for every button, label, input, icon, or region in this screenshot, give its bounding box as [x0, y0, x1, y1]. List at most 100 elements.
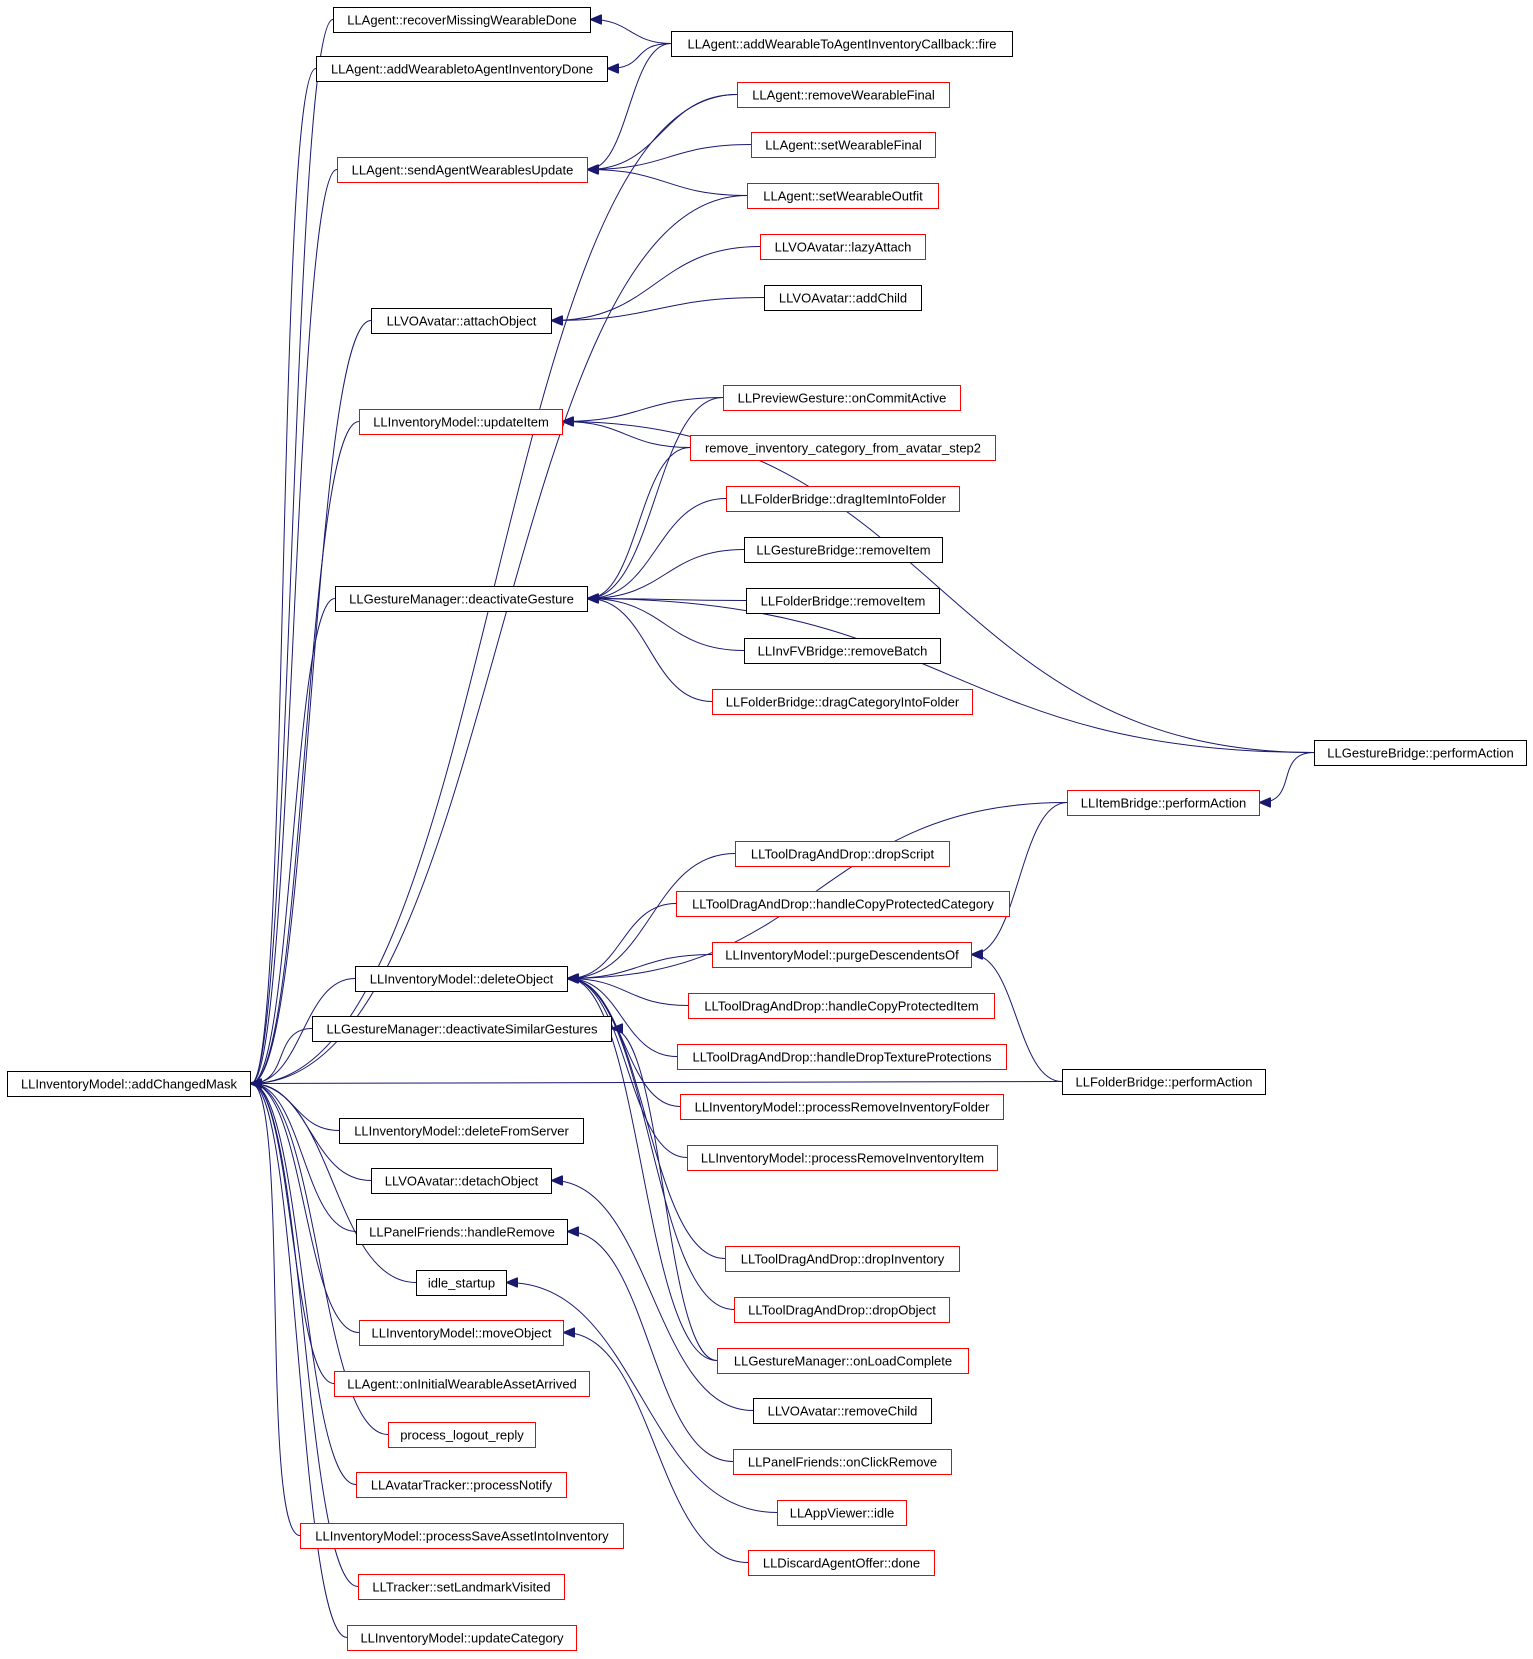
node-box — [712, 689, 973, 715]
call-edge-set-landmark-to-root — [251, 1084, 359, 1587]
node-label: LLGestureManager::onLoadComplete — [734, 1354, 952, 1369]
node-add-child[interactable]: LLVOAvatar::addChild — [764, 285, 922, 311]
call-edge-drag-item-into-folder-to-deactivate-gesture — [588, 498, 727, 599]
node-remove-wearable-final[interactable]: LLAgent::removeWearableFinal — [737, 82, 950, 108]
node-box — [725, 1246, 960, 1272]
node-label: LLTracker::setLandmarkVisited — [372, 1580, 550, 1595]
node-label: LLInvFVBridge::removeBatch — [758, 644, 928, 659]
node-label: LLVOAvatar::attachObject — [387, 314, 537, 329]
node-label: LLGestureBridge::removeItem — [756, 543, 930, 558]
node-drop-inventory[interactable]: LLToolDragAndDrop::dropInventory — [725, 1246, 960, 1272]
node-handle-remove[interactable]: LLPanelFriends::handleRemove — [356, 1219, 568, 1245]
node-purge-descendents[interactable]: LLInventoryModel::purgeDescendentsOf — [712, 942, 972, 968]
node-update-category[interactable]: LLInventoryModel::updateCategory — [347, 1625, 577, 1651]
node-item-perform-action[interactable]: LLItemBridge::performAction — [1067, 790, 1260, 816]
node-box — [688, 993, 995, 1019]
node-label: LLToolDragAndDrop::handleCopyProtectedIt… — [704, 999, 978, 1014]
node-label: process_logout_reply — [400, 1428, 524, 1443]
node-folder-remove-item[interactable]: LLFolderBridge::removeItem — [746, 588, 940, 614]
node-add-wearable-callback[interactable]: LLAgent::addWearableToAgentInventoryCall… — [671, 31, 1013, 57]
node-process-logout[interactable]: process_logout_reply — [388, 1422, 536, 1448]
node-on-initial-wearable[interactable]: LLAgent::onInitialWearableAssetArrived — [334, 1371, 590, 1397]
node-label: LLToolDragAndDrop::dropScript — [751, 847, 935, 862]
node-drop-object[interactable]: LLToolDragAndDrop::dropObject — [734, 1297, 950, 1323]
node-send-agent-wearables[interactable]: LLAgent::sendAgentWearablesUpdate — [337, 157, 588, 183]
node-lazy-attach[interactable]: LLVOAvatar::lazyAttach — [760, 234, 926, 260]
node-process-remove-folder[interactable]: LLInventoryModel::processRemoveInventory… — [680, 1094, 1004, 1120]
call-edge-remove-child-to-detach-object — [552, 1181, 754, 1411]
node-box — [333, 7, 591, 33]
node-remove-child[interactable]: LLVOAvatar::removeChild — [753, 1398, 932, 1424]
node-drag-category-into-folder[interactable]: LLFolderBridge::dragCategoryIntoFolder — [712, 689, 973, 715]
node-set-landmark[interactable]: LLTracker::setLandmarkVisited — [358, 1574, 565, 1600]
node-on-commit-active[interactable]: LLPreviewGesture::onCommitActive — [723, 385, 961, 411]
call-edge-on-commit-active-to-deactivate-gesture — [588, 397, 724, 599]
node-label: remove_inventory_category_from_avatar_st… — [705, 441, 981, 456]
node-box — [690, 435, 996, 461]
node-recover-missing[interactable]: LLAgent::recoverMissingWearableDone — [333, 7, 591, 33]
node-on-load-complete[interactable]: LLGestureManager::onLoadComplete — [717, 1348, 969, 1374]
node-process-notify[interactable]: LLAvatarTracker::processNotify — [356, 1472, 567, 1498]
node-drag-item-into-folder[interactable]: LLFolderBridge::dragItemIntoFolder — [726, 486, 960, 512]
call-edge-handle-drop-texture-to-delete-object — [568, 979, 678, 1057]
node-deactivate-gesture[interactable]: LLGestureManager::deactivateGesture — [335, 586, 588, 612]
node-set-wearable-outfit[interactable]: LLAgent::setWearableOutfit — [747, 183, 939, 209]
node-remove-inv-cat[interactable]: remove_inventory_category_from_avatar_st… — [690, 435, 996, 461]
node-label: LLGestureManager::deactivateSimilarGestu… — [327, 1022, 598, 1037]
call-edge-delete-from-server-to-root — [251, 1084, 340, 1131]
node-box — [416, 1270, 507, 1296]
node-drop-script[interactable]: LLToolDragAndDrop::dropScript — [735, 841, 950, 867]
node-box — [744, 537, 943, 563]
node-set-wearable-final[interactable]: LLAgent::setWearableFinal — [751, 132, 936, 158]
call-edge-handle-copy-prot-item-to-delete-object — [568, 979, 689, 1006]
node-add-wearable-done[interactable]: LLAgent::addWearabletoAgentInventoryDone — [316, 56, 608, 82]
node-detach-object[interactable]: LLVOAvatar::detachObject — [371, 1168, 552, 1194]
node-box — [753, 1398, 932, 1424]
node-label: LLInventoryModel::deleteFromServer — [354, 1124, 569, 1139]
call-edge-drop-script-to-delete-object — [568, 853, 736, 979]
node-box — [760, 234, 926, 260]
node-box — [723, 385, 961, 411]
node-deactivate-similar[interactable]: LLGestureManager::deactivateSimilarGestu… — [312, 1016, 612, 1042]
node-box — [726, 486, 960, 512]
call-edge-set-wearable-outfit-to-send-agent-wearables — [588, 170, 748, 196]
node-attach-object[interactable]: LLVOAvatar::attachObject — [371, 308, 552, 334]
node-label: LLFolderBridge::dragCategoryIntoFolder — [726, 695, 960, 710]
node-gesture-remove-item[interactable]: LLGestureBridge::removeItem — [744, 537, 943, 563]
node-remove-batch[interactable]: LLInvFVBridge::removeBatch — [744, 638, 941, 664]
call-edge-add-child-to-attach-object — [552, 297, 765, 321]
node-move-object[interactable]: LLInventoryModel::moveObject — [359, 1320, 564, 1346]
node-delete-from-server[interactable]: LLInventoryModel::deleteFromServer — [339, 1118, 584, 1144]
edge-layer — [251, 20, 1315, 1638]
node-box — [735, 841, 950, 867]
node-handle-drop-texture[interactable]: LLToolDragAndDrop::handleDropTextureProt… — [677, 1044, 1007, 1070]
node-label: LLPanelFriends::handleRemove — [369, 1225, 555, 1240]
node-label: LLAgent::addWearableToAgentInventoryCall… — [687, 37, 996, 52]
node-folder-perform-action[interactable]: LLFolderBridge::performAction — [1062, 1069, 1266, 1095]
node-idle-startup[interactable]: idle_startup — [416, 1270, 507, 1296]
call-edge-handle-remove-to-root — [251, 1084, 357, 1232]
node-handle-copy-prot-item[interactable]: LLToolDragAndDrop::handleCopyProtectedIt… — [688, 993, 995, 1019]
node-update-item[interactable]: LLInventoryModel::updateItem — [359, 409, 563, 435]
node-box — [335, 586, 588, 612]
node-on-click-remove[interactable]: LLPanelFriends::onClickRemove — [733, 1449, 952, 1475]
call-edge-on-click-remove-to-handle-remove — [568, 1232, 734, 1462]
node-handle-copy-prot-cat[interactable]: LLToolDragAndDrop::handleCopyProtectedCa… — [676, 891, 1010, 917]
node-delete-object[interactable]: LLInventoryModel::deleteObject — [355, 966, 568, 992]
node-gesture-perform-action[interactable]: LLGestureBridge::performAction — [1314, 740, 1527, 766]
call-edge-drag-category-into-folder-to-deactivate-gesture — [588, 599, 713, 702]
node-box — [676, 891, 1010, 917]
call-edge-add-wearable-callback-to-send-agent-wearables — [588, 43, 672, 170]
node-app-viewer-idle[interactable]: LLAppViewer::idle — [777, 1500, 907, 1526]
node-box — [371, 1168, 552, 1194]
call-edge-remove-inv-cat-to-deactivate-gesture — [588, 447, 691, 599]
node-discard-agent-offer[interactable]: LLDiscardAgentOffer::done — [748, 1550, 935, 1576]
call-edge-process-remove-folder-to-delete-object — [568, 979, 681, 1107]
node-label: LLInventoryModel::processRemoveInventory… — [701, 1151, 984, 1166]
node-root[interactable]: LLInventoryModel::addChangedMask — [7, 1071, 251, 1097]
node-process-remove-item[interactable]: LLInventoryModel::processRemoveInventory… — [687, 1145, 998, 1171]
node-box — [717, 1348, 969, 1374]
node-process-save-asset[interactable]: LLInventoryModel::processSaveAssetIntoIn… — [300, 1523, 624, 1549]
node-box — [355, 966, 568, 992]
